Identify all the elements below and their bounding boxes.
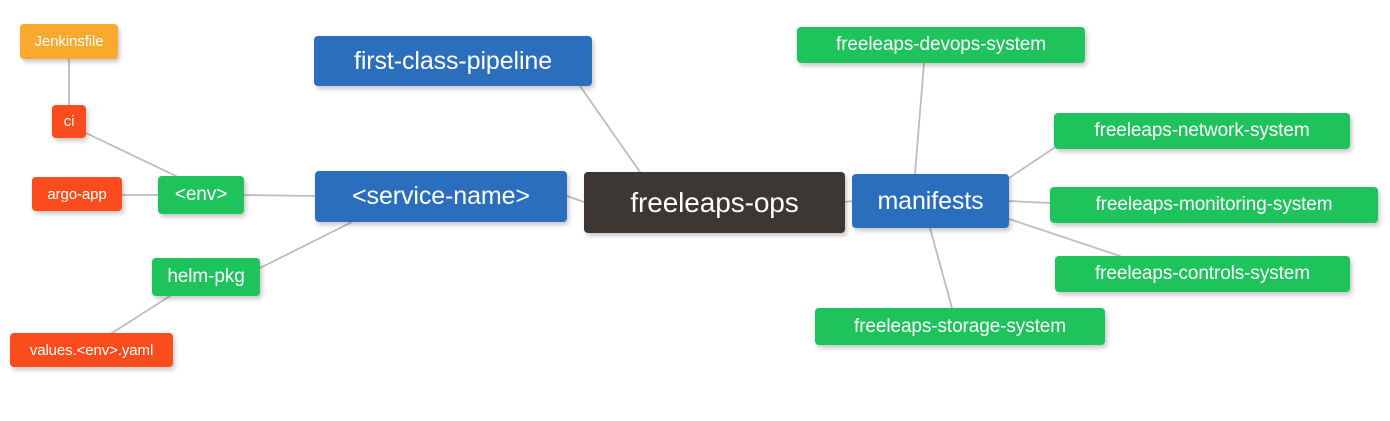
edge-root-to-manifests (844, 200, 853, 203)
mindmap-node-manifests[interactable]: manifests (852, 174, 1009, 228)
edge-service-name-to-helm-pkg (259, 221, 353, 269)
mindmap-node-storage-sys[interactable]: freeleaps-storage-system (815, 308, 1105, 345)
edge-root-to-service-name (566, 195, 585, 203)
mindmap-node-pipeline[interactable]: first-class-pipeline (314, 36, 592, 86)
edge-service-name-to-env (243, 194, 316, 197)
mindmap-node-jenkinsfile[interactable]: Jenkinsfile (20, 24, 118, 59)
edge-manifests-to-devops-sys (914, 62, 925, 175)
mindmap-node-argo-app[interactable]: argo-app (32, 177, 122, 211)
mindmap-node-ci[interactable]: ci (52, 105, 86, 138)
mindmap-node-env[interactable]: <env> (158, 176, 244, 214)
mindmap-node-network-sys[interactable]: freeleaps-network-system (1054, 113, 1350, 149)
mindmap-node-controls-sys[interactable]: freeleaps-controls-system (1055, 256, 1350, 292)
edge-root-to-pipeline (579, 85, 641, 173)
mindmap-node-helm-pkg[interactable]: helm-pkg (152, 258, 260, 296)
mindmap-node-devops-sys[interactable]: freeleaps-devops-system (797, 27, 1085, 63)
mindmap-node-monitoring-sys[interactable]: freeleaps-monitoring-system (1050, 187, 1378, 223)
edge-env-to-ci (85, 132, 177, 177)
edge-manifests-to-network-sys (1008, 147, 1055, 179)
edge-helm-pkg-to-values-yaml (111, 295, 171, 334)
mindmap-node-values-yaml[interactable]: values.<env>.yaml (10, 333, 173, 367)
mindmap-node-root[interactable]: freeleaps-ops (584, 172, 845, 233)
edge-manifests-to-storage-sys (929, 227, 953, 309)
edge-manifests-to-monitoring-sys (1008, 200, 1051, 204)
mindmap-node-service-name[interactable]: <service-name> (315, 171, 567, 222)
edge-manifests-to-controls-sys (1008, 218, 1121, 257)
